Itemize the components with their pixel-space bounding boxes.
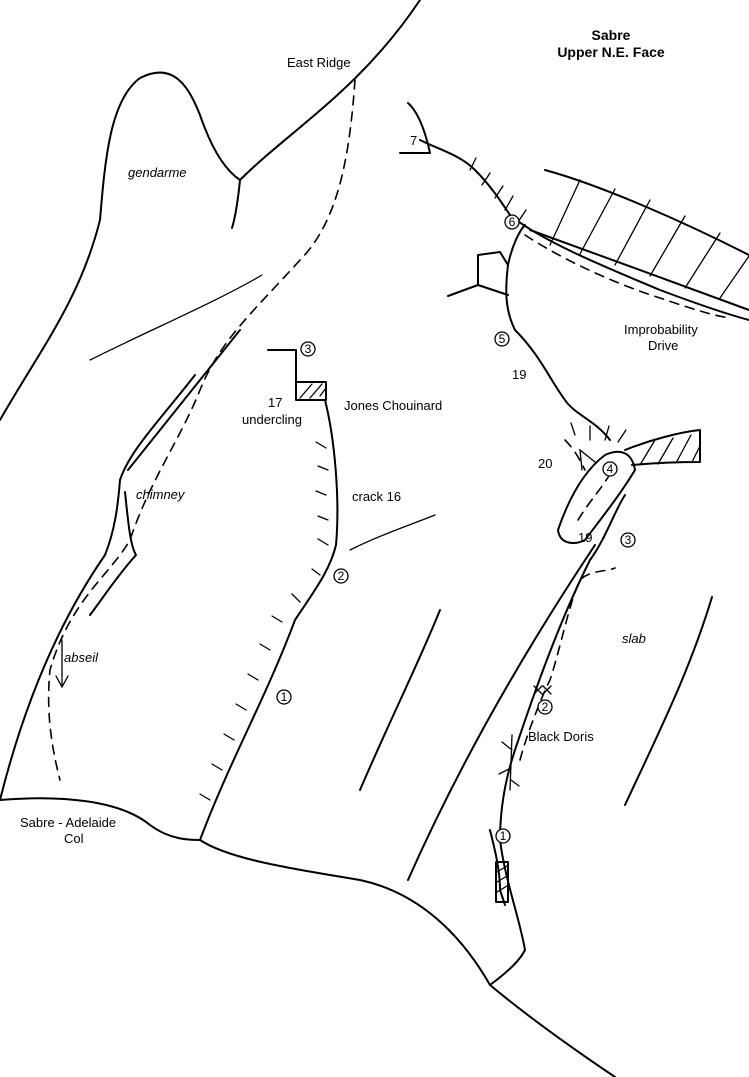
black-doris-label: Black Doris xyxy=(528,729,594,744)
black-doris-flake xyxy=(495,861,509,903)
belay-id-6 xyxy=(504,214,520,230)
hatched-band-hatches xyxy=(549,179,749,299)
belay-bd-3 xyxy=(620,532,636,548)
upper-face-hatches xyxy=(469,157,527,223)
belay-id-5-label: 5 xyxy=(499,332,506,346)
id-side-block xyxy=(477,251,509,296)
lower-gully-line xyxy=(489,949,526,986)
grade-17-label: 17 xyxy=(268,395,282,410)
black-doris-flake-hatches xyxy=(496,865,508,893)
belay-jc-1-label: 1 xyxy=(281,690,288,704)
jones-chouinard-label: Jones Chouinard xyxy=(344,398,442,413)
improbability-label-line1: Improbability xyxy=(624,322,698,337)
id-20-variation xyxy=(564,439,586,471)
jc-top-stub xyxy=(267,349,297,383)
ridge-edge-line xyxy=(89,274,263,361)
hatched-band-bottom xyxy=(529,229,749,311)
slab-line-3 xyxy=(407,544,596,881)
col-label-line1: Sabre - Adelaide xyxy=(20,815,116,830)
grade-19-lower-label: 19 xyxy=(578,530,592,545)
upper-face-line xyxy=(419,139,749,321)
slab-line-1 xyxy=(359,609,441,791)
belay-jc-3-label: 3 xyxy=(305,342,312,356)
black-doris-route-line xyxy=(519,567,616,761)
belay-id-4-label: 4 xyxy=(607,462,614,476)
id-side-block-tail xyxy=(447,284,479,297)
title-line2: Upper N.E. Face xyxy=(557,44,665,60)
improbability-line xyxy=(499,494,626,951)
belay-jc-2-label: 2 xyxy=(338,569,345,583)
jones-chouinard-hatches xyxy=(199,441,329,801)
undercling-hatches xyxy=(299,383,327,399)
belay-id-5 xyxy=(494,331,510,347)
belay-jc-1 xyxy=(276,689,292,705)
pillar-flake xyxy=(557,450,636,544)
improbability-label-line2: Drive xyxy=(648,338,678,353)
abseil-label: abseil xyxy=(64,650,99,665)
crack-16-line xyxy=(349,514,436,551)
grade-19-upper-label: 19 xyxy=(512,367,526,382)
title-line1: Sabre xyxy=(592,27,631,43)
slab-label: slab xyxy=(622,631,646,646)
belay-id-6-label: 6 xyxy=(509,215,516,229)
crack-16-label: crack 16 xyxy=(352,489,401,504)
chimney-left-wall xyxy=(0,374,196,801)
belay-id-4 xyxy=(602,461,618,477)
undercling-label: undercling xyxy=(242,412,302,427)
east-ridge-label: East Ridge xyxy=(287,55,351,70)
id-20-mark xyxy=(579,448,596,471)
belay-bd-1 xyxy=(495,828,511,844)
gendarme-notch-line xyxy=(231,179,241,229)
abseil-arrow-icon xyxy=(55,639,69,689)
undercling-roof xyxy=(295,381,327,401)
roof-hatches-upper xyxy=(570,422,627,443)
belay-bd-2 xyxy=(537,699,553,715)
belay-bd-2-label: 2 xyxy=(542,700,549,714)
roof-wedge-hatches xyxy=(639,434,701,466)
slab-line-2 xyxy=(624,596,713,806)
chimney-label: chimney xyxy=(136,487,186,502)
chimney-inner-line xyxy=(89,491,137,616)
roof-wedge xyxy=(624,429,701,466)
id-traverse-dash xyxy=(524,234,731,319)
belay-bd-1-label: 1 xyxy=(500,829,507,843)
abseil-route-line xyxy=(47,79,356,781)
belay-jc-3 xyxy=(300,341,316,357)
belay-jc-2 xyxy=(333,568,349,584)
grade-20-label: 20 xyxy=(538,456,552,471)
grade-7-label: 7 xyxy=(410,133,417,148)
id-upper-line xyxy=(505,224,611,441)
col-label-line2: Col xyxy=(64,831,84,846)
black-doris-crack-branches xyxy=(498,734,520,791)
col-line xyxy=(0,797,616,1077)
gendarme-label: gendarme xyxy=(128,165,187,180)
belay-bd-3-label: 3 xyxy=(625,533,632,547)
black-doris-x-marks xyxy=(533,685,552,695)
jones-chouinard-line xyxy=(199,399,339,841)
pitch-7-flake xyxy=(399,102,431,154)
chimney-right-wall xyxy=(127,329,241,471)
east-ridge-line xyxy=(0,0,421,421)
hatched-band-top xyxy=(544,169,749,256)
